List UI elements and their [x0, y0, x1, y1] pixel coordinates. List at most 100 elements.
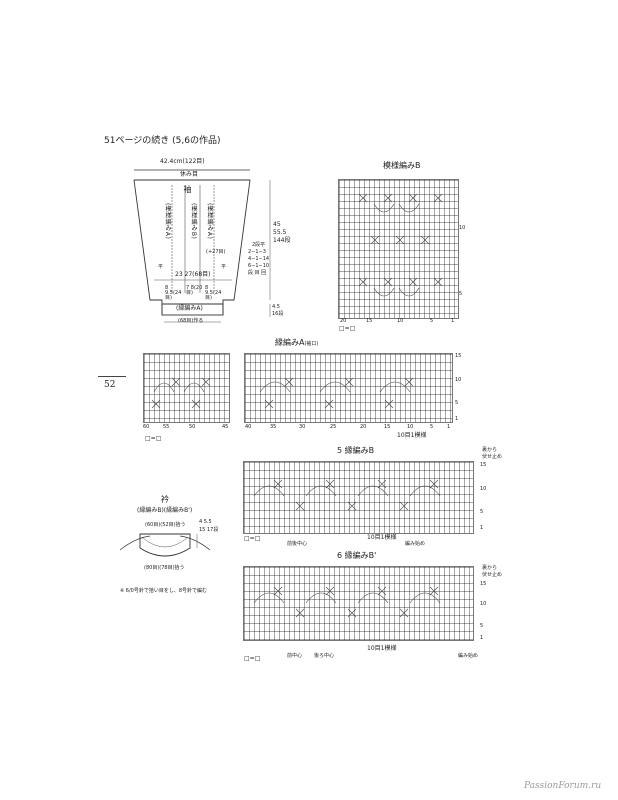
sleeve-seg-right: 8 9.5(24目)	[205, 285, 222, 301]
border-a-grid-left	[143, 353, 230, 423]
chart6-front-center: 前中心	[287, 653, 303, 659]
border-a-title-text: 縁編みA	[275, 338, 305, 347]
sleeve-top-width: 42.4cm(122目)	[160, 158, 205, 165]
sleeve-center-pattern: (模様編みB)	[190, 203, 197, 240]
chart5-start: 編み始め	[405, 541, 426, 547]
pattern-b-col-20: 20	[340, 318, 347, 324]
border-a-col-25: 25	[330, 424, 337, 430]
chart6-row-10: 10	[480, 601, 487, 607]
pattern-b-row-10: 10	[459, 225, 466, 231]
collar-shape	[119, 533, 211, 557]
pattern-b-col-5: 5	[430, 318, 434, 324]
border-a-row-1: 1	[455, 416, 459, 422]
header-title: 51ページの続き	[104, 136, 170, 146]
page-number: 52	[104, 380, 116, 390]
collar-height-1: 4 5.5	[199, 519, 212, 525]
border-a-symbols-left	[151, 377, 211, 409]
chart5-legend: □=□	[244, 535, 261, 542]
collar-patterns: (縁編みB)(縁編みB')	[137, 507, 193, 514]
border-a-col-55: 55	[163, 424, 170, 430]
chart5-title: 5 縁編みB	[337, 446, 375, 455]
border-a-title: 縁編みA(袖口)	[275, 339, 318, 347]
collar-height-2: 15 17段	[199, 527, 219, 533]
pattern-b-col-10: 10	[397, 318, 404, 324]
chart6-legend: □=□	[244, 655, 261, 662]
pattern-b-col-1: 1	[451, 318, 455, 324]
sleeve-diagram: 42.4cm(122目) 休み目 袖 (模様編みA) (模様編みB) (模様編み…	[120, 155, 310, 340]
border-a-legend: □=□	[145, 435, 162, 442]
sleeve-height-2: 55.5	[273, 229, 287, 236]
header-suffix: (5,6の作品)	[172, 136, 221, 146]
sleeve-height-rows: 144段	[273, 237, 291, 244]
chart6-row-5: 5	[480, 623, 484, 629]
sleeve-outline	[133, 169, 271, 323]
border-a-symbols-right	[259, 377, 414, 409]
sleeve-bottom-label: (68目)作る	[178, 318, 204, 324]
sleeve-decrease-2: 4−1−14	[248, 256, 270, 262]
sleeve-bind-off: 休み目	[180, 171, 199, 178]
sleeve-seg-left: 8 9.5(24目)	[165, 285, 182, 301]
chart5-row-10: 10	[480, 486, 487, 492]
border-a-col-45: 45	[222, 424, 229, 430]
border-a-col-15: 15	[384, 424, 391, 430]
border-a-col-1: 1	[447, 424, 451, 430]
chart6-title: 6 縁編みB'	[337, 551, 377, 560]
chart5-row-15: 15	[480, 462, 487, 468]
chart5-center-back: 前後中心	[287, 541, 308, 547]
page-number-rule	[98, 376, 126, 377]
pattern-b-symbols	[358, 193, 443, 297]
collar-bottom-count: (80目)(78目)拾う	[144, 565, 185, 571]
border-a-repeat: 10目1模様	[397, 432, 427, 439]
sleeve-height-1: 45	[273, 221, 281, 228]
chart5-symbols	[253, 479, 441, 511]
collar-note: ※ 6/0号針で拾い目をし、8号針で編む	[120, 588, 208, 594]
border-a-row-10: 10	[455, 377, 462, 383]
chart6-start: 編み始め	[458, 653, 479, 659]
border-a-col-5: 5	[430, 424, 434, 430]
sleeve-border-label: (縁編みA)	[176, 305, 203, 312]
collar-top-count: (60目)(52目)拾う	[145, 522, 186, 528]
sleeve-decrease-1: 2−1−3	[248, 249, 266, 255]
border-a-row-15: 15	[455, 353, 462, 359]
chart5-row-5: 5	[480, 509, 484, 515]
sleeve-side-mark-left: 平	[158, 264, 164, 270]
watermark: PassionForum.ru	[524, 781, 602, 791]
page-header: 51ページの続き (5,6の作品)	[104, 137, 221, 146]
chart5-repeat: 10目1模様	[367, 534, 397, 541]
sleeve-title: 袖	[183, 185, 192, 194]
chart6-grid	[243, 566, 474, 641]
border-a-col-10: 10	[407, 424, 414, 430]
border-a-grid-right	[244, 353, 453, 423]
chart6-symbols	[253, 586, 441, 618]
chart5-note-1: 裏から	[482, 447, 498, 453]
pattern-b-row-5: 5	[459, 291, 463, 297]
chart5-row-1: 1	[480, 525, 484, 531]
border-a-col-50: 50	[189, 424, 196, 430]
border-a-row-5: 5	[455, 400, 459, 406]
border-a-col-20: 20	[360, 424, 367, 430]
pattern-b-title: 模様編みB	[383, 161, 421, 170]
border-a-col-35: 35	[270, 424, 277, 430]
sleeve-decrease-3: 6−1−10	[248, 263, 270, 269]
pattern-b-col-15: 15	[366, 318, 373, 324]
chart6-back-center: 後ろ中心	[314, 653, 335, 659]
chart5-note-2: 伏せ止め	[482, 454, 503, 460]
border-a-title-note: (袖口)	[304, 341, 319, 347]
collar-title: 衿	[161, 495, 169, 504]
sleeve-side-mark-right: 平	[221, 264, 227, 270]
chart6-repeat: 10目1模様	[367, 645, 397, 652]
chart6-note-1: 裏から	[482, 565, 498, 571]
border-a-col-60: 60	[143, 424, 150, 430]
pattern-b-legend: □=□	[339, 325, 356, 332]
sleeve-decrease-header: 段 目 回	[248, 270, 267, 276]
sleeve-seg-center: 7 8(20目)	[186, 285, 203, 296]
sleeve-right-pattern: (模様編みA)	[206, 203, 213, 240]
border-a-col-30: 30	[299, 424, 306, 430]
chart6-row-15: 15	[480, 581, 487, 587]
border-a-col-40: 40	[245, 424, 252, 430]
chart6-note-2: 伏せ止め	[482, 572, 503, 578]
sleeve-plus-rows: (+27目)	[206, 249, 226, 255]
sleeve-mid-width: 23 27(68目)	[175, 271, 211, 278]
sleeve-border-rows: 16段	[272, 311, 284, 317]
sleeve-decrease-label: 2段平	[252, 242, 266, 248]
